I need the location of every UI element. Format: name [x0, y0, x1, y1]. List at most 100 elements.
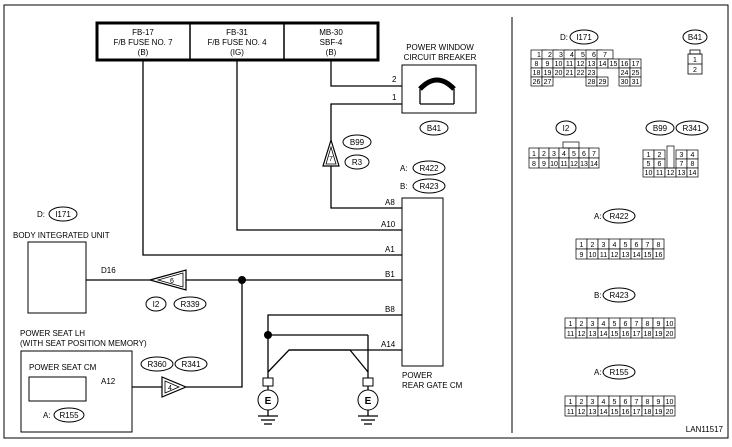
power-seat-conn-label: A: — [43, 411, 51, 420]
rear-gate-pin-b1: B1 — [385, 270, 395, 279]
pin-cell — [629, 76, 642, 87]
pin-number: 2 — [580, 321, 584, 328]
pin-number: 1 — [532, 151, 536, 158]
pin-number: 5 — [613, 321, 617, 328]
pin-cell — [663, 405, 676, 417]
connector-b99-r3-pin: 7 — [329, 156, 333, 163]
pin-number: 18 — [644, 409, 652, 416]
pin-number: 14 — [689, 170, 697, 177]
pin-number: 4 — [613, 242, 617, 249]
pin-number: 3 — [602, 242, 606, 249]
face-i171-ref: I171 — [576, 33, 592, 42]
pin-number: 21 — [566, 70, 574, 77]
pin-number: 9 — [546, 61, 550, 68]
pin-number: 6 — [624, 321, 628, 328]
pin-number: 4 — [570, 52, 574, 59]
document-id: LAN11517 — [686, 425, 724, 434]
rear-gate-conn-b-label: B: — [400, 182, 408, 191]
pin-number: 9 — [542, 161, 546, 168]
fuse-1-name: F/B FUSE NO. 7 — [113, 38, 173, 47]
pin-number: 12 — [570, 161, 578, 168]
connector-r360-r341: 4 R360 R341 — [140, 356, 208, 398]
pin-number: 8 — [657, 242, 661, 249]
fuse-2-name: F/B FUSE NO. 4 — [207, 38, 267, 47]
breaker-pin-2: 2 — [392, 75, 397, 84]
pin-number: 29 — [599, 79, 607, 86]
pin-number: 8 — [646, 321, 650, 328]
pin-cell — [541, 76, 554, 87]
pin-number: 3 — [559, 52, 563, 59]
pin-number: 10 — [550, 161, 558, 168]
body-unit-conn: I171 — [55, 210, 71, 219]
body-unit-conn-label: D: — [37, 210, 45, 219]
pin-number: 24 — [621, 70, 629, 77]
pin-number: 17 — [633, 409, 641, 416]
pin-number: 16 — [621, 61, 629, 68]
face-r422-ref: R422 — [609, 212, 629, 221]
power-seat-conn: R155 — [59, 411, 79, 420]
pin-number: 26 — [533, 79, 541, 86]
pin-number: 23 — [588, 70, 596, 77]
face-r423-ref: R423 — [609, 291, 629, 300]
pin-number: 5 — [581, 52, 585, 59]
fuse-block: FB-17 F/B FUSE NO. 7 (B) FB-31 F/B FUSE … — [95, 21, 380, 62]
face-r155-label: A: — [594, 368, 602, 377]
body-unit-pin-d16: D16 — [101, 266, 116, 275]
connector-r3-label: R3 — [352, 158, 363, 167]
pin-number: 5 — [647, 161, 651, 168]
pin-number: 3 — [680, 152, 684, 159]
face-b41-pin-2: 2 — [693, 67, 697, 74]
pin-number: 16 — [622, 331, 630, 338]
rear-gate-pin-a1: A1 — [385, 245, 395, 254]
pin-number: 10 — [555, 61, 563, 68]
pin-number: 16 — [622, 409, 630, 416]
pin-cell — [652, 248, 665, 260]
pin-number: 11 — [600, 252, 607, 259]
pin-number: 6 — [635, 242, 639, 249]
fuse-3-id: MB-30 — [319, 28, 343, 37]
pin-number: 19 — [655, 331, 663, 338]
rear-gate-pin-b8: B8 — [385, 305, 395, 314]
pin-number: 18 — [644, 331, 652, 338]
face-b41-ref: B41 — [688, 33, 703, 42]
pin-number: 12 — [578, 331, 586, 338]
pin-number: 17 — [633, 331, 641, 338]
ground-2: E — [357, 377, 379, 425]
pin-number: 9 — [657, 321, 661, 328]
pin-number: 1 — [580, 242, 584, 249]
pin-number: 13 — [622, 252, 630, 259]
wires — [86, 60, 402, 388]
connector-r360-r341-pin: 4 — [168, 385, 172, 392]
pin-number: 5 — [613, 399, 617, 406]
connector-b99-label: B99 — [350, 138, 365, 147]
pin-number: 2 — [591, 242, 595, 249]
pin-number: 3 — [591, 399, 595, 406]
pin-number: 9 — [657, 399, 661, 406]
pin-number: 12 — [667, 170, 675, 177]
connector-r339-label: R339 — [180, 300, 200, 309]
pin-number: 14 — [600, 331, 608, 338]
breaker-pin-1: 1 — [392, 93, 397, 102]
pin-number: 19 — [544, 70, 552, 77]
pin-number: 11 — [656, 170, 663, 177]
pin-number: 10 — [666, 399, 674, 406]
pin-number: 20 — [555, 70, 563, 77]
pin-number: 10 — [666, 321, 674, 328]
pin-number: 20 — [666, 331, 674, 338]
connector-tab — [562, 141, 580, 149]
pin-number: 15 — [644, 252, 652, 259]
fuse-1-id: FB-17 — [132, 28, 154, 37]
pin-cell — [588, 157, 600, 169]
power-seat-cm-title: POWER SEAT CM — [29, 363, 97, 372]
pin-number: 1 — [537, 52, 541, 59]
pin-number: 25 — [632, 70, 640, 77]
pin-number: 18 — [533, 70, 541, 77]
pin-number: 4 — [602, 399, 606, 406]
fuse-1-spec: (B) — [138, 48, 149, 57]
connector-i2-r339-pin: 6 — [170, 278, 174, 285]
pin-number: 20 — [666, 409, 674, 416]
face-r423-label: B: — [594, 291, 602, 300]
face-r422-label: A: — [594, 212, 602, 221]
